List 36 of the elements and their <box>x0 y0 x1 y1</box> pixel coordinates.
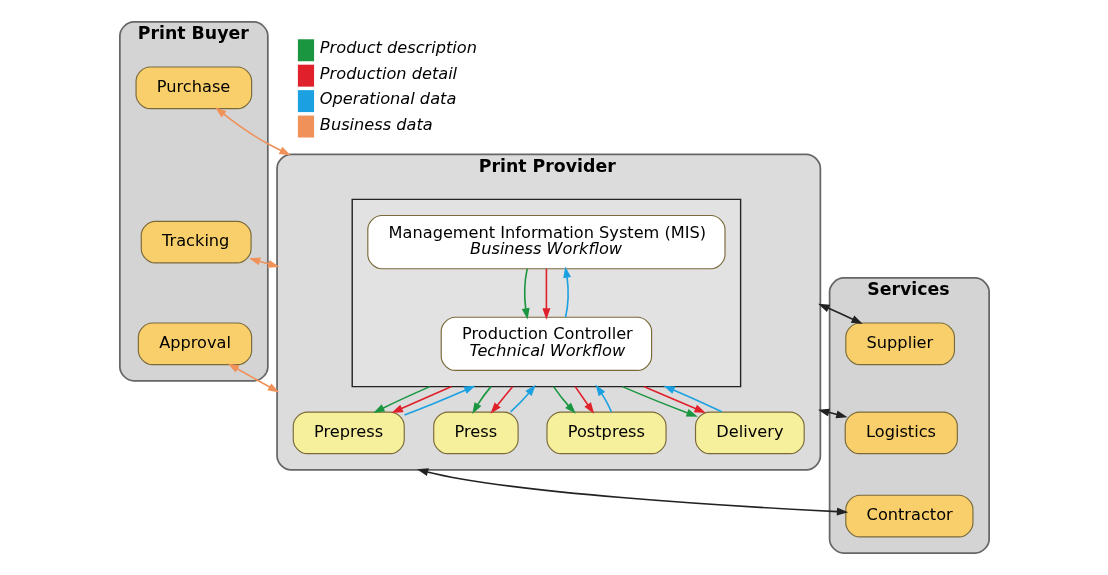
arrow <box>227 363 279 393</box>
legend-label: Product description <box>319 38 477 58</box>
node-box: Contractor <box>844 494 974 538</box>
arrow <box>390 385 452 413</box>
arrow <box>621 385 698 417</box>
arrow <box>509 384 536 413</box>
legend-label: Business data <box>319 114 433 134</box>
node-box: Logistics <box>844 411 958 455</box>
arrow <box>372 385 431 413</box>
arrow <box>642 385 706 413</box>
arrow <box>490 385 513 414</box>
arrow <box>471 385 492 414</box>
arrow <box>552 385 576 414</box>
arrow <box>662 385 723 413</box>
arrow <box>817 303 863 324</box>
arrow <box>562 266 571 318</box>
arrow <box>214 107 291 156</box>
arrow <box>595 384 612 413</box>
arrow <box>521 268 530 320</box>
legend-label: Operational data <box>319 89 456 109</box>
node-box: Supplier <box>844 322 955 366</box>
arrow <box>573 385 594 414</box>
node-box: Approval <box>137 322 252 366</box>
legend-label: Production detail <box>319 63 457 83</box>
arrow <box>416 468 848 516</box>
node-box: Press <box>432 411 519 455</box>
node-box: Prepress <box>292 411 405 455</box>
node-box: Production Controller Technical Workflow <box>440 316 652 371</box>
node-box: Delivery <box>694 411 805 455</box>
arrow <box>541 268 550 320</box>
node-box: Tracking <box>140 220 252 264</box>
cluster <box>351 198 741 388</box>
arrow <box>403 385 475 416</box>
node-box: Postpress <box>545 411 667 455</box>
node-box: Management Information System (MIS) Business Workflow <box>366 214 726 270</box>
node-box: Purchase <box>134 66 252 110</box>
